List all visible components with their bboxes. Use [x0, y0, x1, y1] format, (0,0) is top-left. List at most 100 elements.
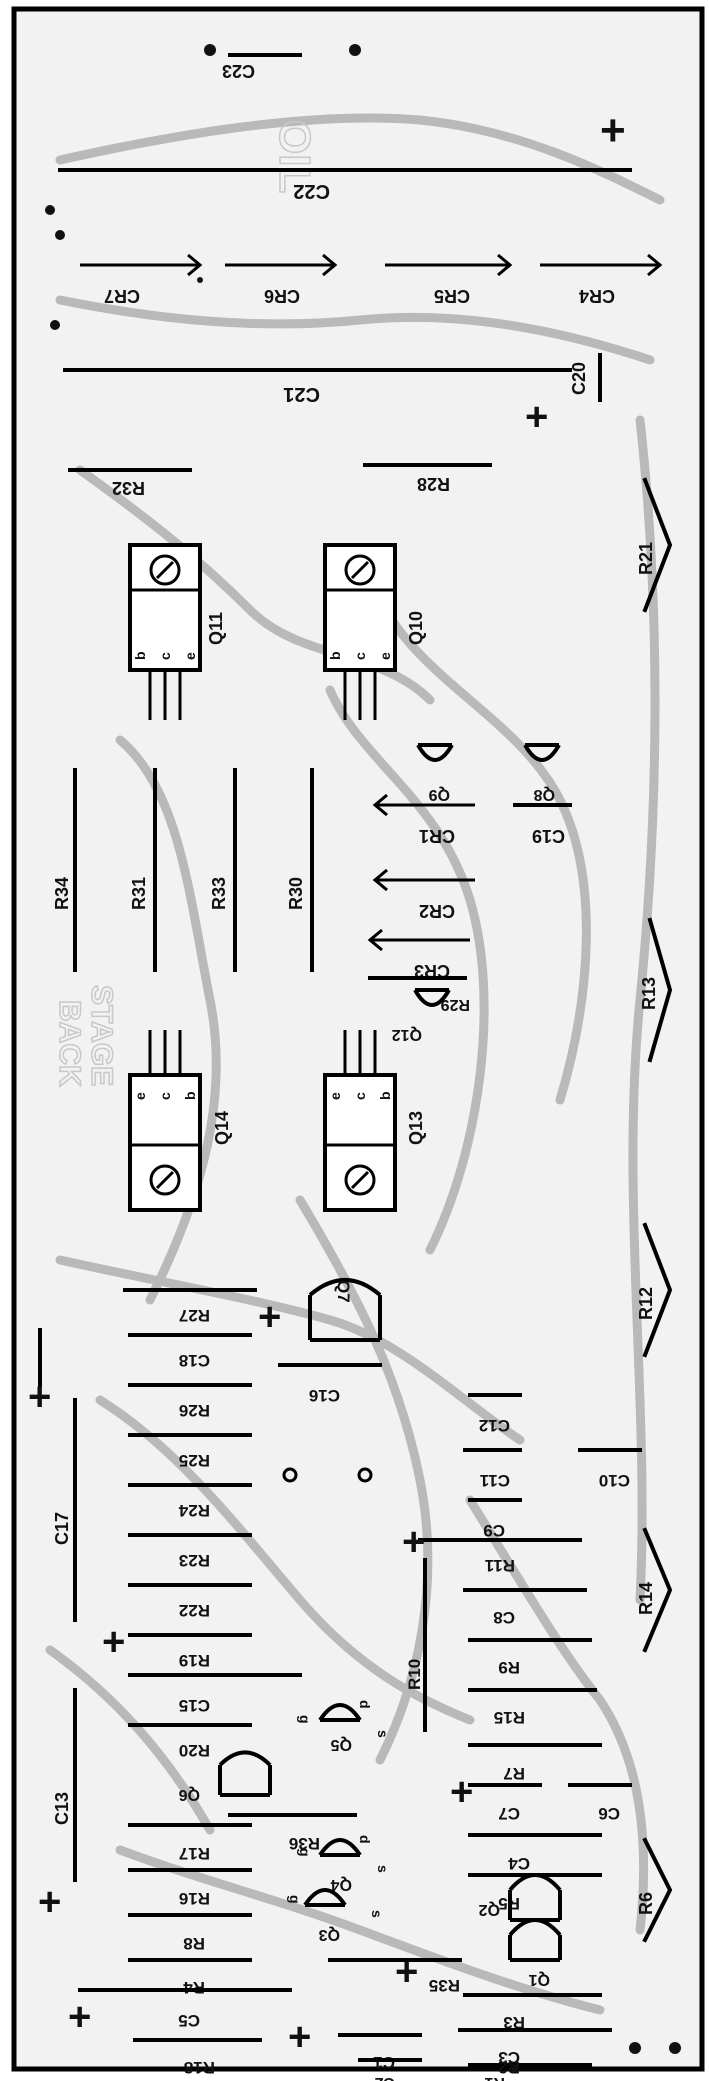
r11-plus-icon: + — [402, 1520, 425, 1564]
c19-label: C19 — [532, 826, 565, 846]
r36-label: R36 — [289, 1834, 320, 1853]
r10-label: R10 — [405, 1659, 424, 1690]
q1-transistor: Q1 — [508, 1918, 562, 1988]
r17-resistor: R17 — [128, 1823, 252, 1863]
r20-resistor: R20 — [128, 1723, 252, 1760]
q5-label: Q5 — [331, 1736, 352, 1753]
r6-label: R6 — [636, 1892, 656, 1915]
r25-label: R25 — [179, 1451, 210, 1470]
cr1-label: CR1 — [419, 826, 455, 846]
c16-capacitor: C16 — [278, 1363, 382, 1405]
c7-label: C7 — [498, 1804, 520, 1823]
r27-label: R27 — [179, 1306, 210, 1325]
ghost-oil-text: OIL — [270, 120, 319, 193]
r12-resistor: R12 — [636, 1222, 673, 1358]
c4-capacitor: C4 — [468, 1833, 602, 1873]
r8-label: R8 — [183, 1934, 205, 1953]
q12-transistor: Q12 R29 — [392, 988, 470, 1043]
r22-resistor: R22 — [128, 1583, 252, 1620]
c23-label: C23 — [222, 61, 255, 81]
q5-fet: Q5 g d s — [297, 1700, 391, 1753]
c5-capacitor: C5 + — [68, 1988, 292, 2039]
r25-resistor: R25 — [128, 1433, 252, 1470]
r12-label: R12 — [636, 1287, 656, 1320]
r16-label: R16 — [179, 1889, 210, 1908]
mounting-holes-bottom — [629, 2042, 681, 2054]
r6-resistor: R6 — [636, 1837, 673, 1943]
c9-capacitor: C9 — [468, 1498, 522, 1540]
r20-label: R20 — [179, 1741, 210, 1760]
r22-label: R22 — [179, 1601, 210, 1620]
r3-resistor: R3 — [463, 1993, 602, 2032]
r1-resistor: R1 — [484, 2064, 519, 2081]
c3-capacitor: C3 — [458, 2028, 612, 2067]
c8-label: C8 — [493, 1608, 515, 1627]
c22-capacitor: C22 + — [58, 106, 632, 202]
q4-pin-g: g — [297, 1848, 313, 1857]
q11-pin-b: b — [132, 651, 148, 660]
q9-transistor: Q9 — [416, 743, 454, 803]
c20-capacitor: C20 + — [525, 353, 602, 439]
r2-resistor: R2 — [468, 2058, 592, 2077]
c1-capacitor: C1 + — [288, 2015, 422, 2072]
r34-resistor: R34 — [52, 768, 77, 972]
q8-label: Q8 — [534, 786, 555, 803]
r26-resistor: R26 — [128, 1383, 252, 1420]
q8-transistor: Q8 — [523, 743, 561, 803]
cr5-label: CR5 — [434, 286, 470, 306]
r24-resistor: R24 — [128, 1483, 252, 1520]
q11-pin-c: c — [157, 652, 173, 660]
r15-resistor: R15 — [468, 1688, 597, 1727]
q4-label: Q4 — [331, 1876, 352, 1893]
r30-resistor: R30 — [286, 768, 314, 972]
q7-transistor: Q7 — [308, 1278, 382, 1342]
r19-label: R19 — [179, 1651, 210, 1670]
q10-pin-e: e — [377, 652, 393, 660]
q13-pin-b: b — [377, 1091, 393, 1100]
r27-resistor: R27 + — [123, 1288, 281, 1339]
r33-label: R33 — [209, 877, 229, 910]
c12-capacitor: C12 — [468, 1393, 522, 1435]
c6-capacitor: C6 — [568, 1783, 632, 1823]
q13-pin-e: e — [327, 1092, 343, 1100]
c18-capacitor: C18 — [128, 1333, 252, 1370]
c23-capacitor: C23 — [204, 44, 361, 81]
r24-label: R24 — [178, 1501, 210, 1520]
q7-label: Q7 — [334, 1280, 353, 1303]
q13-label: Q13 — [406, 1111, 426, 1145]
c21-label: C21 — [283, 383, 320, 405]
r11-label: R11 — [485, 1556, 515, 1575]
r9-label: R9 — [498, 1658, 520, 1677]
q4-pin-d: d — [357, 1835, 373, 1844]
q14-pin-c: c — [157, 1092, 173, 1100]
r18-label: R18 — [184, 2058, 215, 2077]
q14-pin-b: b — [182, 1091, 198, 1100]
r7-label: R7 — [503, 1764, 525, 1783]
q13-pin-c: c — [352, 1092, 368, 1100]
r32-label: R32 — [112, 478, 145, 498]
c9-label: C9 — [483, 1521, 505, 1540]
r23-resistor: R23 — [128, 1533, 252, 1570]
c13-capacitor: C13 — [52, 1688, 77, 1882]
r35-label: R35 — [429, 1976, 460, 1995]
c11-label: C11 — [480, 1471, 510, 1490]
q5-pin-g: g — [297, 1715, 313, 1724]
c15-capacitor: C15 — [128, 1673, 302, 1715]
cr3-diode: CR3 — [367, 928, 470, 981]
r26-label: R26 — [179, 1401, 210, 1420]
ghost-stage-text: BACK STAGE OIL — [52, 119, 320, 1087]
r9-resistor: R9 — [468, 1638, 592, 1677]
q14-label: Q14 — [212, 1111, 232, 1145]
r14-resistor: R14 — [636, 1527, 673, 1653]
c22-label: C22 — [293, 180, 330, 202]
c5-label: C5 — [178, 2011, 200, 2030]
r34-label: R34 — [52, 877, 72, 910]
c11-capacitor: C11 — [463, 1448, 522, 1490]
c13-plus-icon: + — [38, 1880, 61, 1924]
r4-label: R4 — [183, 1978, 205, 1997]
cr6-label: CR6 — [264, 286, 300, 306]
r1-label: R1 — [484, 2074, 505, 2081]
c8-capacitor: C8 — [463, 1588, 587, 1627]
cr1-diode: CR1 — [372, 793, 475, 846]
c19-capacitor: C19 — [513, 803, 572, 846]
